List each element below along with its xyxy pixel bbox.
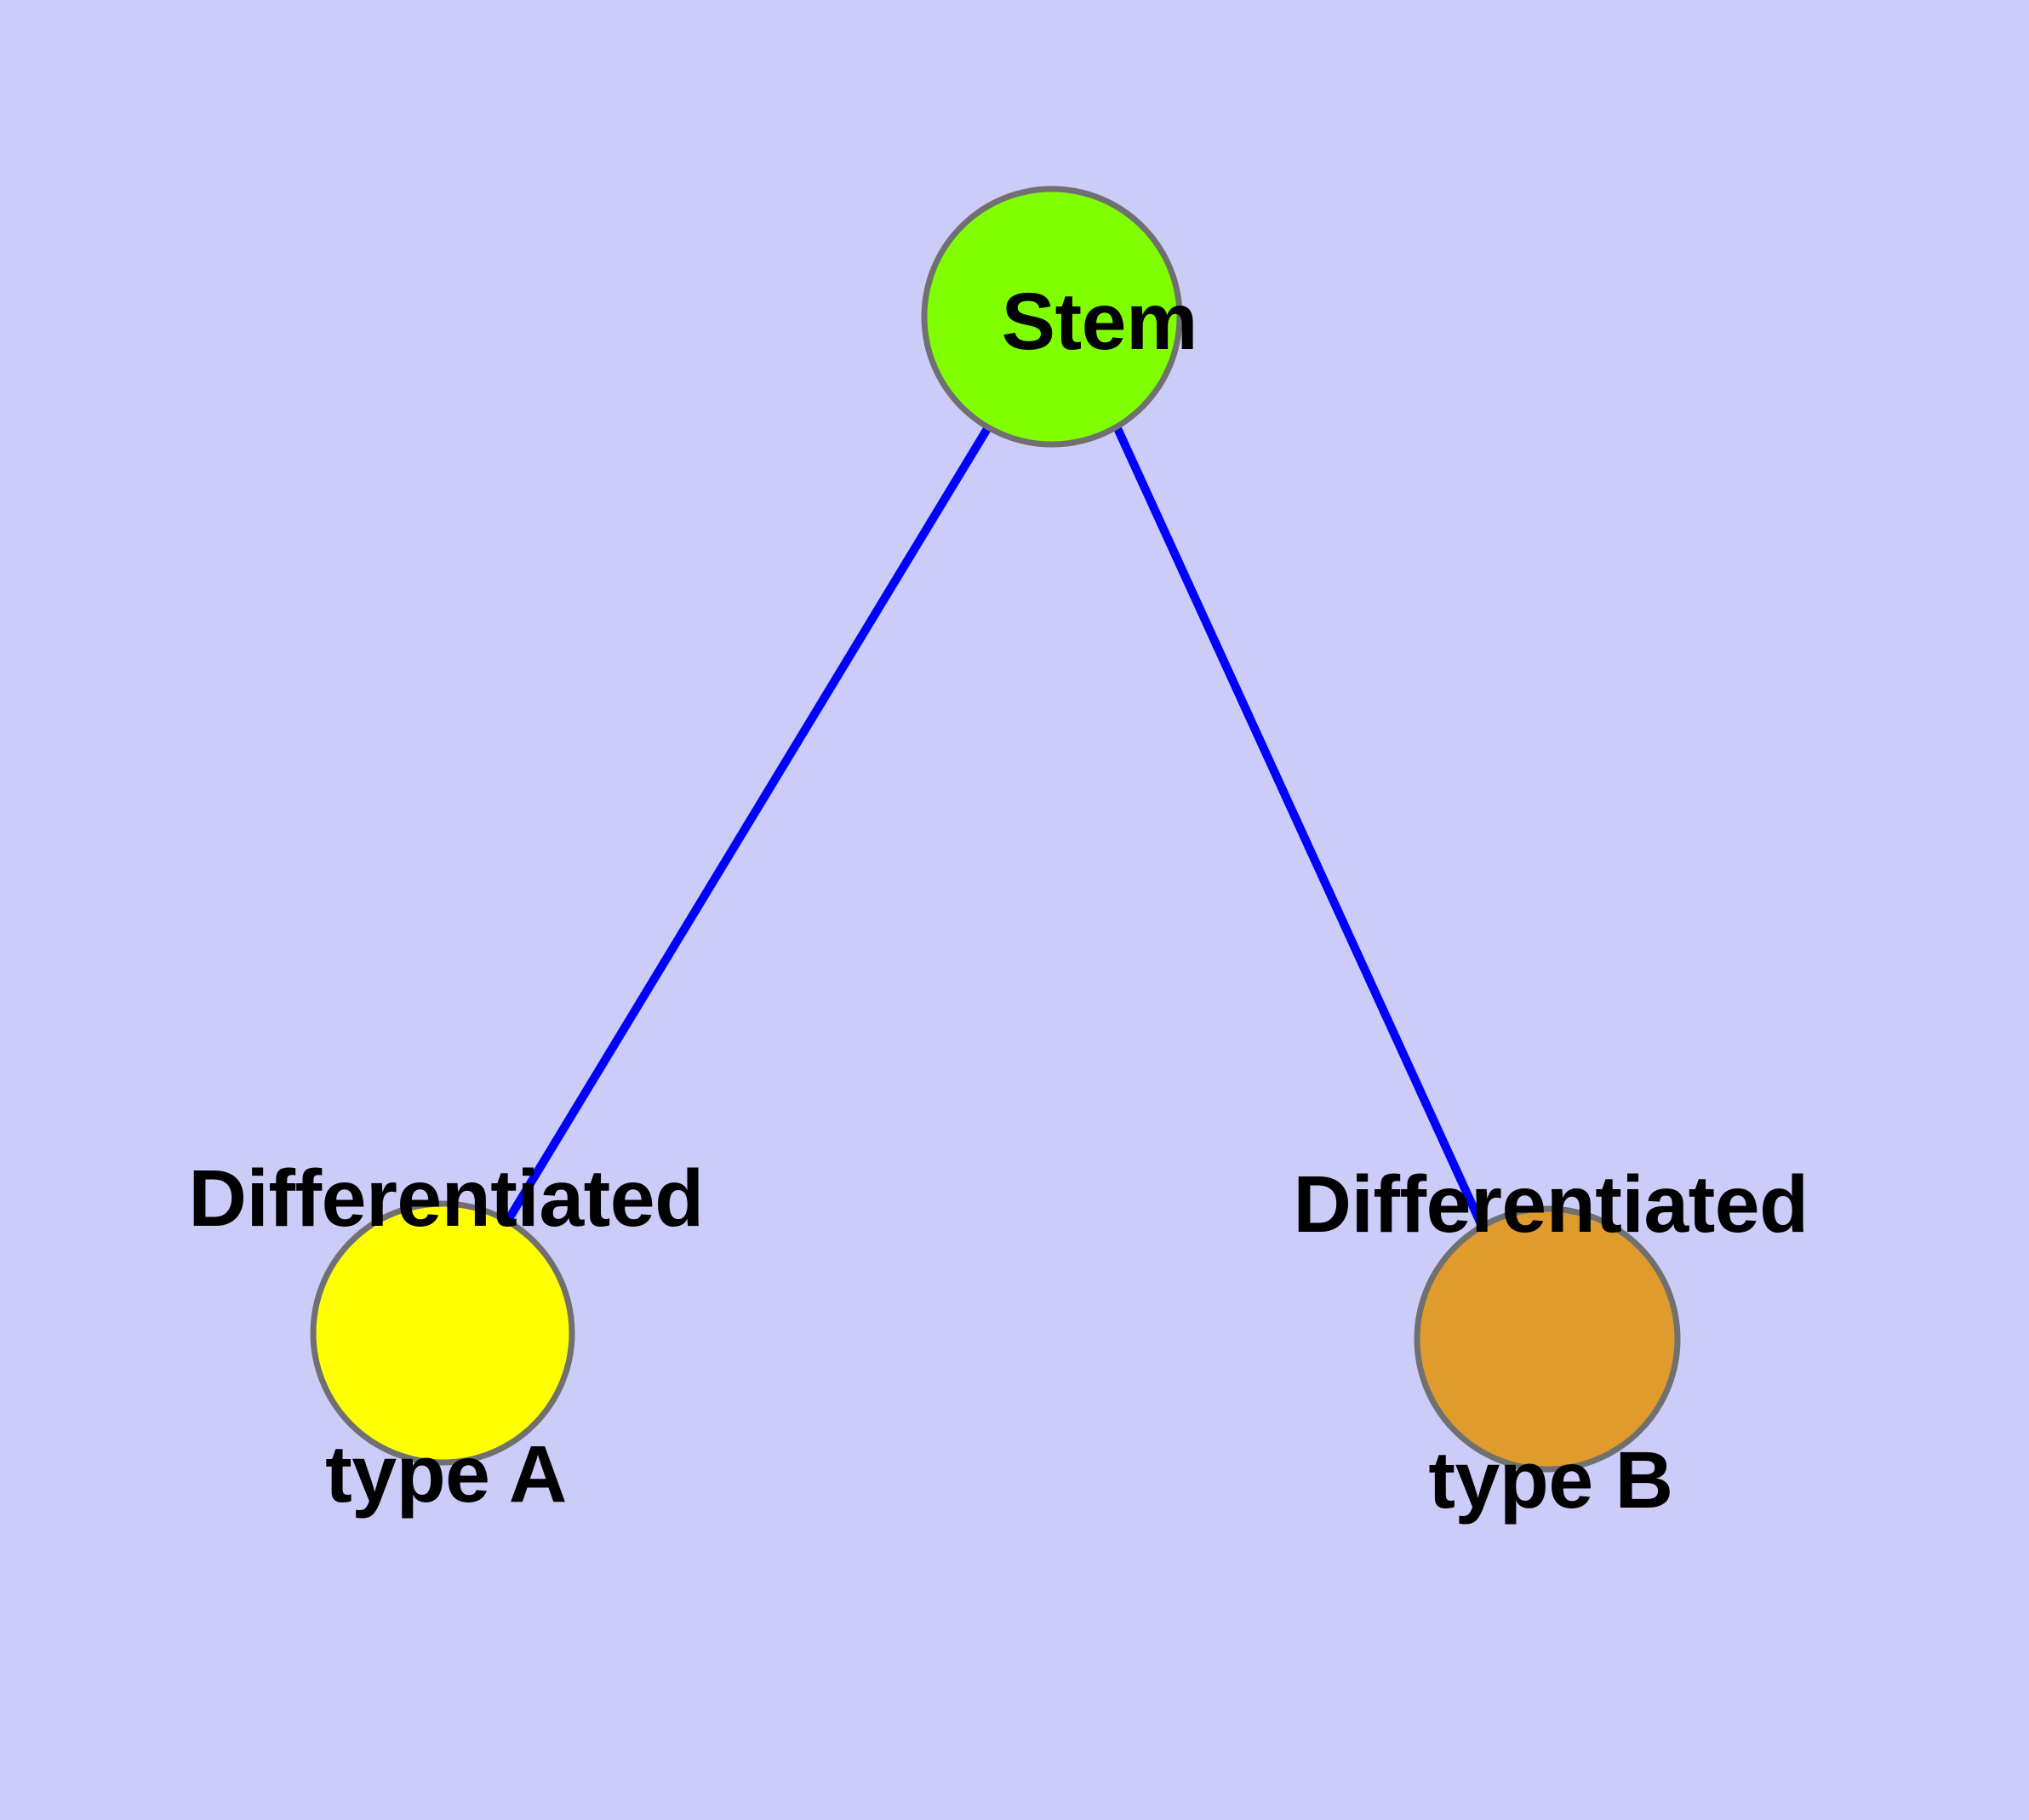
node-stem[interactable]	[921, 186, 1183, 448]
edge-stem-to-differentiated-type-a[interactable]	[503, 425, 992, 1224]
edge-stem-to-differentiated-type-b[interactable]	[1112, 424, 1487, 1230]
node-differentiated-type-a[interactable]	[310, 1200, 575, 1466]
node-layer	[310, 186, 1681, 1473]
node-differentiated-type-b[interactable]	[1414, 1205, 1681, 1473]
edge-layer	[503, 424, 1487, 1230]
